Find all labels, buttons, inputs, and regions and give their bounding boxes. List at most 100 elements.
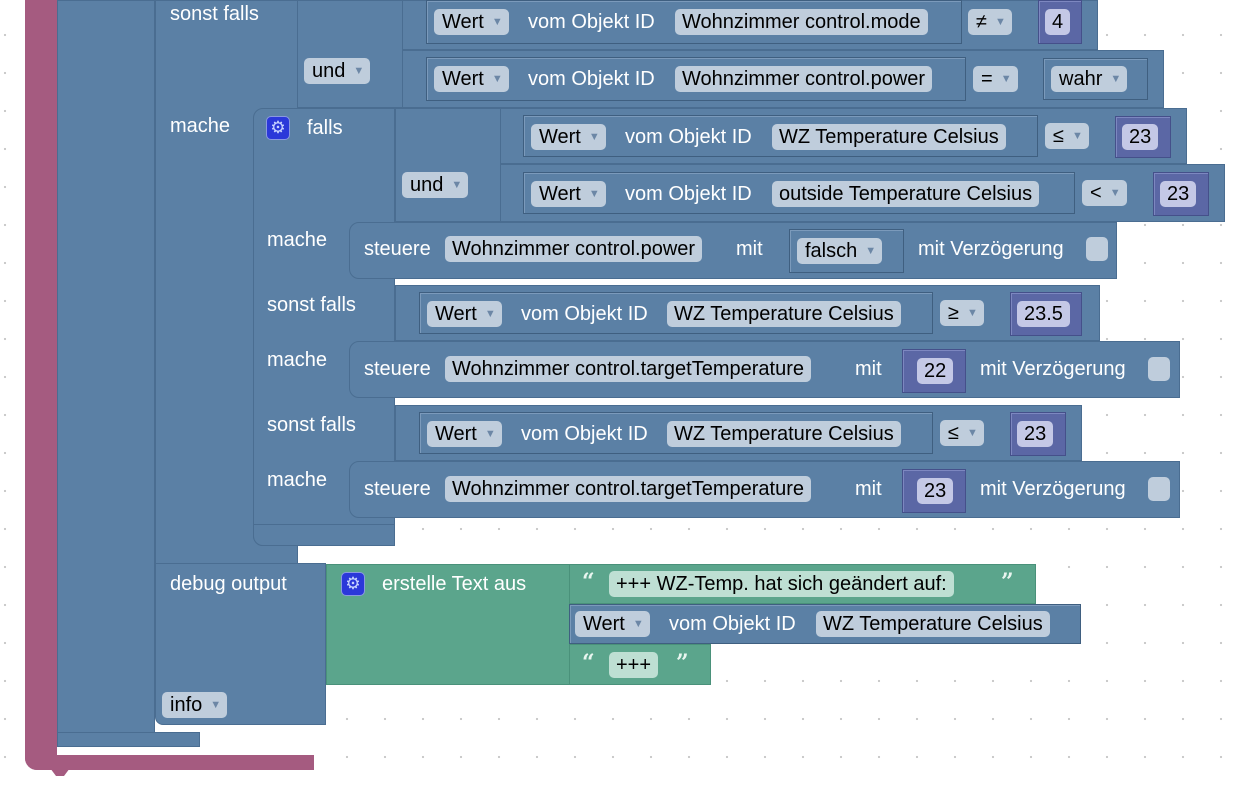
operator-value: ≥ xyxy=(948,302,959,324)
text-join-block[interactable] xyxy=(326,564,570,685)
vom-objekt-label: vom Objekt ID xyxy=(669,613,796,635)
label-sonst-falls: sonst falls xyxy=(267,414,356,436)
label-sonst-falls: sonst falls xyxy=(170,3,259,25)
logic-and-block[interactable] xyxy=(297,0,405,108)
logic-op-dropdown[interactable]: und▼ xyxy=(304,58,371,84)
dropdown-arrow-icon: ▼ xyxy=(994,16,1006,28)
object-id-field[interactable]: Wohnzimmer control.targetTemperature xyxy=(445,476,811,502)
dropdown-arrow-icon: ▼ xyxy=(588,188,600,200)
label-mache: mache xyxy=(267,349,328,371)
prop-dropdown[interactable]: Wert▼ xyxy=(427,421,502,447)
dropdown-arrow-icon: ▼ xyxy=(966,427,978,439)
object-id-field[interactable]: WZ Temperature Celsius xyxy=(667,421,901,447)
label-falls: falls xyxy=(307,117,343,139)
log-level-dropdown[interactable]: info ▼ xyxy=(162,692,228,718)
gear-icon[interactable]: ⚙ xyxy=(341,572,365,596)
outer-if-block-bottom xyxy=(57,732,200,747)
vom-objekt-label: vom Objekt ID xyxy=(625,126,752,148)
text-field[interactable]: +++ xyxy=(609,652,659,678)
number-field[interactable]: 23 xyxy=(1160,181,1197,207)
delay-label: mit Verzögerung xyxy=(980,478,1126,500)
prop-value: Wert xyxy=(442,68,484,90)
log-level-value: info xyxy=(170,694,203,716)
number-field[interactable]: 22 xyxy=(917,358,954,384)
gear-icon[interactable]: ⚙ xyxy=(266,116,290,140)
object-id-field[interactable]: WZ Temperature Celsius xyxy=(772,124,1006,150)
boolean-dropdown[interactable]: falsch▼ xyxy=(797,238,883,264)
steuere-label: steuere xyxy=(364,358,431,380)
operator-value: < xyxy=(1090,182,1102,204)
vom-objekt-label: vom Objekt ID xyxy=(528,11,655,33)
label-mache: mache xyxy=(267,469,328,491)
operator-value: ≠ xyxy=(976,11,987,33)
object-id-field[interactable]: Wohnzimmer control.power xyxy=(445,236,703,262)
number-field[interactable]: 23 xyxy=(1017,421,1054,447)
vom-objekt-label: vom Objekt ID xyxy=(528,68,655,90)
operator-value: ≤ xyxy=(1053,125,1064,147)
prop-dropdown[interactable]: Wert▼ xyxy=(427,301,502,327)
prop-dropdown[interactable]: Wert ▼ xyxy=(434,9,509,35)
operator-dropdown[interactable]: <▼ xyxy=(1082,180,1127,206)
dropdown-arrow-icon: ▼ xyxy=(1071,130,1083,142)
number-block[interactable] xyxy=(902,469,966,513)
prop-value: Wert xyxy=(539,183,581,205)
object-id-field[interactable]: Wohnzimmer control.mode xyxy=(675,9,928,35)
prop-value: Wert xyxy=(539,126,581,148)
steuere-label: steuere xyxy=(364,238,431,260)
prop-dropdown[interactable]: Wert▼ xyxy=(575,611,650,637)
inner-if-bottom xyxy=(253,524,395,546)
operator-value: ≤ xyxy=(948,422,959,444)
mit-label: mit xyxy=(855,358,882,380)
number-field[interactable]: 23 xyxy=(917,478,954,504)
text-field[interactable]: +++ WZ-Temp. hat sich geändert auf: xyxy=(609,571,954,597)
prop-dropdown[interactable]: Wert▼ xyxy=(434,66,509,92)
logic-op-value: und xyxy=(410,174,444,196)
dropdown-arrow-icon: ▼ xyxy=(1110,73,1122,85)
number-field[interactable]: 23.5 xyxy=(1017,301,1070,327)
prop-dropdown[interactable]: Wert ▼ xyxy=(531,181,606,207)
dropdown-arrow-icon: ▼ xyxy=(1000,73,1012,85)
dropdown-arrow-icon: ▼ xyxy=(588,131,600,143)
prop-dropdown[interactable]: Wert ▼ xyxy=(531,124,606,150)
operator-dropdown[interactable]: ≠▼ xyxy=(968,9,1012,35)
dropdown-arrow-icon: ▼ xyxy=(491,16,503,28)
object-id-field[interactable]: Wohnzimmer control.power xyxy=(675,66,933,92)
prop-value: Wert xyxy=(583,613,625,635)
quote-close-icon: ” xyxy=(676,650,689,676)
operator-dropdown[interactable]: ≤▼ xyxy=(1045,123,1089,149)
outer-if-block[interactable] xyxy=(57,0,155,747)
quote-close-icon: ” xyxy=(1001,569,1014,595)
debug-output-label: debug output xyxy=(170,573,287,595)
trigger-block-bottom[interactable] xyxy=(25,755,314,770)
delay-label: mit Verzögerung xyxy=(980,358,1126,380)
operator-dropdown[interactable]: =▼ xyxy=(973,66,1018,92)
boolean-value: falsch xyxy=(805,240,858,262)
operator-dropdown[interactable]: ≤▼ xyxy=(940,420,984,446)
prop-value: Wert xyxy=(442,11,484,33)
text-join-label: erstelle Text aus xyxy=(382,573,527,595)
label-mache: mache xyxy=(267,229,328,251)
operator-dropdown[interactable]: ≥▼ xyxy=(940,300,984,326)
object-id-field[interactable]: WZ Temperature Celsius xyxy=(816,611,1050,637)
quote-open-icon: “ xyxy=(582,650,595,676)
number-field[interactable]: 4 xyxy=(1045,9,1071,35)
delay-checkbox[interactable] xyxy=(1148,477,1170,501)
number-field[interactable]: 23 xyxy=(1122,124,1159,150)
dropdown-arrow-icon: ▼ xyxy=(353,65,365,77)
object-id-field[interactable]: outside Temperature Celsius xyxy=(772,181,1040,207)
label-sonst-falls: sonst falls xyxy=(267,294,356,316)
dropdown-arrow-icon: ▼ xyxy=(1109,187,1121,199)
delay-label: mit Verzögerung xyxy=(918,238,1064,260)
trigger-block-frame[interactable] xyxy=(25,0,57,770)
logic-and-block-inner[interactable] xyxy=(395,108,503,222)
dropdown-arrow-icon: ▼ xyxy=(451,179,463,191)
object-id-field[interactable]: Wohnzimmer control.targetTemperature xyxy=(445,356,811,382)
prop-value: Wert xyxy=(435,423,477,445)
delay-checkbox[interactable] xyxy=(1148,357,1170,381)
logic-op-dropdown[interactable]: und ▼ xyxy=(402,172,469,198)
object-id-field[interactable]: WZ Temperature Celsius xyxy=(667,301,901,327)
delay-checkbox[interactable] xyxy=(1086,237,1108,261)
boolean-dropdown[interactable]: wahr▼ xyxy=(1051,66,1128,92)
operator-value: = xyxy=(981,68,993,90)
dropdown-arrow-icon: ▼ xyxy=(210,699,222,711)
